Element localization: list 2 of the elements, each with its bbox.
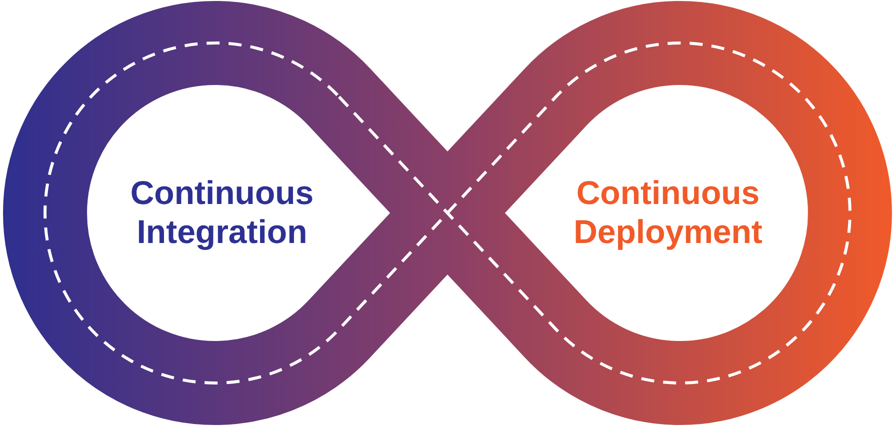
loop-label: Continuous Integration bbox=[129, 174, 315, 252]
loop-label: Continuous Deployment bbox=[572, 174, 764, 252]
